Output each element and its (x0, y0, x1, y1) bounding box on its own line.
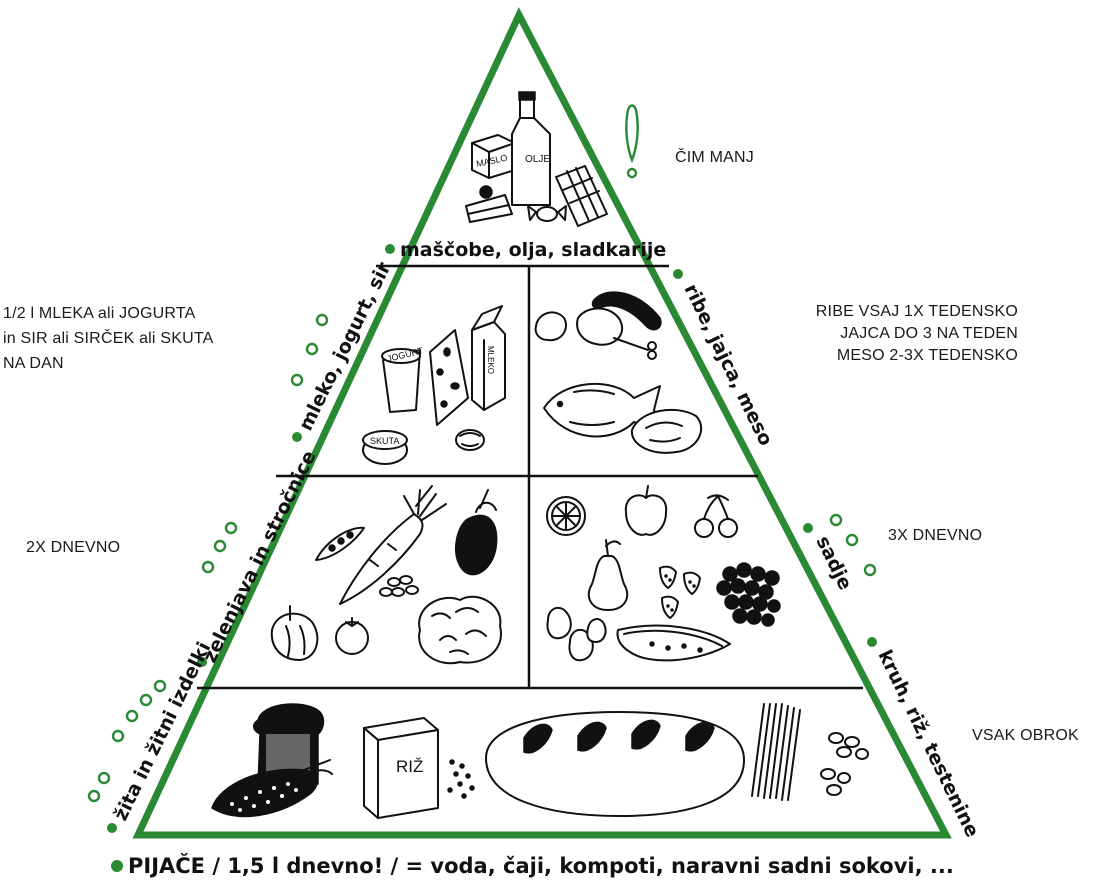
figs-icon (548, 608, 606, 660)
milk-carton-icon: MLEKO (472, 306, 505, 410)
candy-icon (528, 206, 566, 221)
svg-text:RIBE VSAJ 1X TEDENSKO: RIBE VSAJ 1X TEDENSKO (816, 303, 1018, 320)
beans-icon (380, 576, 418, 596)
note-fats: ČIM MANJ (675, 147, 754, 166)
serving-circle (203, 562, 213, 572)
skuta-label: SKUTA (370, 436, 399, 446)
note-dairy: 1/2 l MLEKA ali JOGURTA in SIR ali SIRČE… (3, 305, 214, 372)
serving-circle (865, 565, 875, 575)
tier-grains-bullet-right (867, 637, 877, 647)
tier-grains-label-left: žita in žitni izdelki (110, 639, 216, 825)
cheese-icon (430, 330, 468, 425)
note-protein: RIBE VSAJ 1X TEDENSKO JAJCA DO 3 NA TEDE… (816, 303, 1018, 364)
rice-label: RIŽ (396, 757, 423, 776)
oil-bottle-icon: OLJE (512, 92, 550, 205)
tier-grains-label-right: kruh, riž, testenine (874, 647, 984, 841)
mozzarella-icon (456, 430, 484, 450)
rice-box-icon: RIŽ (364, 718, 438, 818)
footer-bullet (111, 860, 123, 872)
serving-circle (317, 315, 327, 325)
oil-label: OLJE (525, 154, 550, 165)
tier-dairy: JOGURT MLEKO SKUTA (3, 258, 505, 464)
svg-text:in SIR ali SIRČEK ali SKUTA: in SIR ali SIRČEK ali SKUTA (3, 328, 214, 347)
footer: PIJAČE / 1,5 l dnevno! / = voda, čaji, k… (111, 853, 954, 878)
tier-fats-bullet (385, 244, 395, 254)
serving-circle (307, 344, 317, 354)
tier-fruit: sadje 3X DNEVNO (547, 486, 982, 660)
serving-circle (89, 791, 99, 801)
serving-circle (155, 681, 165, 691)
exclamation-icon (626, 106, 637, 178)
serving-circle (215, 541, 225, 551)
note-fruit: 3X DNEVNO (888, 527, 982, 544)
serving-circle (127, 711, 137, 721)
tier-fats: MASLO OLJE (385, 92, 666, 261)
cottage-cheese-icon: SKUTA (363, 431, 407, 464)
serving-circle (847, 535, 857, 545)
bread-loaf-icon (486, 712, 744, 816)
cherries-icon (695, 495, 737, 537)
pea-pod-icon (316, 528, 364, 560)
cauliflower-icon (419, 597, 501, 664)
serving-circle (292, 375, 302, 385)
svg-text:NA DAN: NA DAN (3, 355, 64, 372)
svg-text:MESO 2-3X TEDENSKO: MESO 2-3X TEDENSKO (837, 347, 1018, 364)
pasta-icon (821, 733, 868, 795)
milk-label: MLEKO (486, 346, 495, 374)
note-grains: VSAK OBROK (972, 727, 1079, 744)
tier-vegetables: zelenjava in stročnice 2X DNEVNO (26, 447, 501, 667)
tier-fats-label: maščobe, olja, sladkarije (400, 239, 666, 261)
chicken-piece-icon (536, 312, 566, 340)
watermelon-icon (618, 626, 731, 661)
grapes-icon (717, 563, 780, 626)
tier-dairy-label: mleko, jogurt, sir (295, 258, 396, 434)
orange-slice-icon (547, 497, 585, 535)
strawberries-icon (660, 567, 700, 618)
yogurt-icon: JOGURT (382, 345, 425, 412)
spaghetti-icon (752, 704, 800, 800)
pear-icon (589, 540, 627, 610)
tier-grains-bullet-left (107, 823, 117, 833)
tomato-icon (336, 618, 368, 654)
serving-circle (226, 523, 236, 533)
footer-beverages: PIJAČE / 1,5 l dnevno! / = voda, čaji, k… (128, 853, 954, 878)
svg-text:1/2 l MLEKA ali JOGURTA: 1/2 l MLEKA ali JOGURTA (3, 305, 196, 322)
tier-protein-bullet (673, 269, 683, 279)
serving-circle (141, 695, 151, 705)
pepper-icon (272, 606, 318, 660)
cake-icon (466, 186, 512, 222)
eggplant-icon (456, 490, 497, 575)
note-vegetables: 2X DNEVNO (26, 539, 120, 556)
tier-protein: ribe, jajca, meso RIBE VSAJ 1X TEDENSKO … (536, 269, 1018, 453)
grains-icon (448, 760, 474, 798)
svg-text:JAJCA DO 3 NA TEDEN: JAJCA DO 3 NA TEDEN (840, 325, 1018, 342)
apple-icon (626, 486, 666, 535)
serving-circle (113, 731, 123, 741)
vegetable-servings (203, 523, 236, 572)
butter-icon: MASLO (472, 135, 515, 178)
tier-fruit-bullet (803, 523, 813, 533)
serving-circle (99, 773, 109, 783)
tier-dairy-bullet (292, 432, 302, 442)
serving-circle (831, 515, 841, 525)
